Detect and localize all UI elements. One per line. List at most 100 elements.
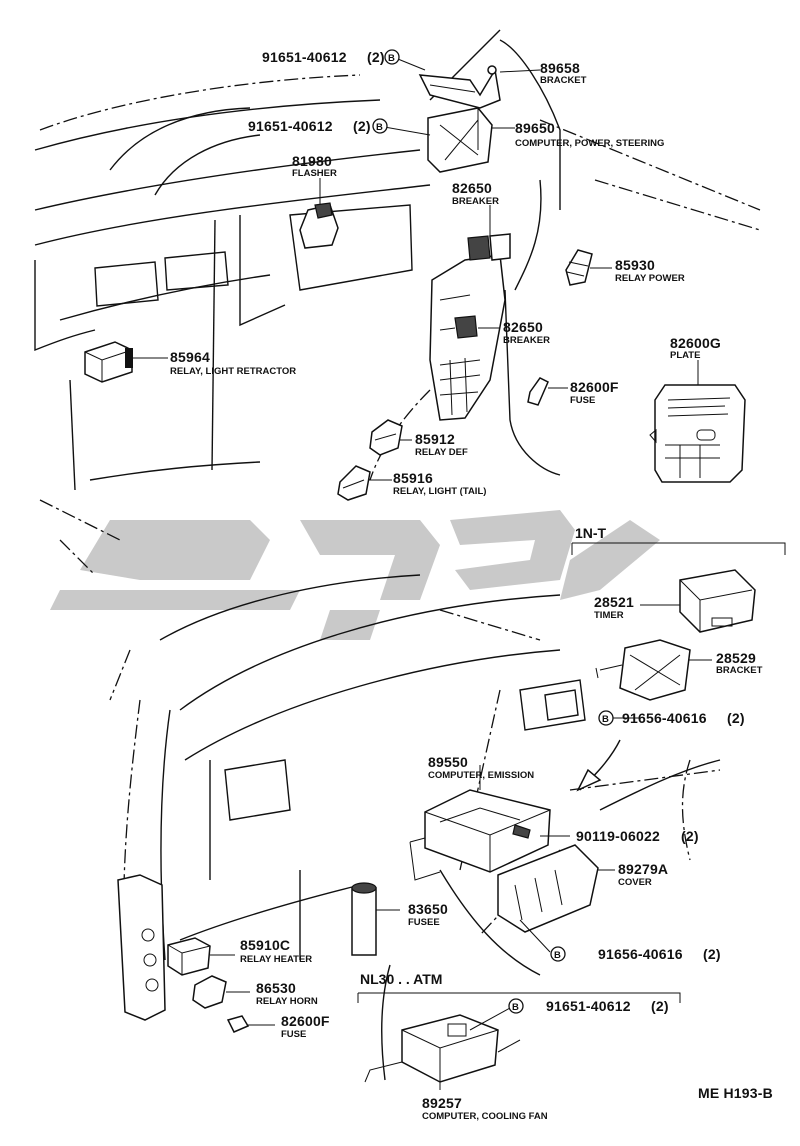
part-number: 28529 xyxy=(716,650,756,666)
callout-relay-light-tail: 85916 RELAY, LIGHT (TAIL) xyxy=(393,470,486,497)
plate-drawing xyxy=(649,384,746,483)
callout-fuse-upper: 82600F FUSE xyxy=(570,379,619,406)
part-number: 89658 xyxy=(540,60,580,76)
callout-bolt-28529: B 91656-40616 (2) xyxy=(598,710,745,726)
cover-drawing xyxy=(497,844,599,933)
quantity: (2) xyxy=(703,946,721,962)
part-description: BREAKER xyxy=(503,335,550,346)
callout-fusee: 83650 FUSEE xyxy=(408,901,448,928)
marker-letter: B xyxy=(388,53,395,64)
part-number: 89279A xyxy=(618,861,668,877)
part-description: BRACKET xyxy=(540,75,587,86)
part-description: TIMER xyxy=(594,610,624,621)
part-description: BRACKET xyxy=(716,665,763,676)
part-description: FUSEE xyxy=(408,917,440,928)
computer-cooling-fan-drawing xyxy=(364,1014,521,1083)
relay-def-drawing xyxy=(369,419,403,456)
relay-light-tail-drawing xyxy=(337,465,371,501)
part-description: COMPUTER, POWER, STEERING xyxy=(515,138,664,149)
callout-relay-power: 85930 RELAY POWER xyxy=(615,257,685,284)
relay-block-drawing xyxy=(117,874,166,1021)
callout-bolt-89658: 91651-40612 (2) B xyxy=(262,49,400,65)
callout-bolt-89650: 91651-40612 (2) B xyxy=(248,118,388,134)
screw-90119-drawing xyxy=(512,824,531,839)
part-number: 85930 xyxy=(615,257,655,273)
callout-breaker-lower: 82650 BREAKER xyxy=(503,319,550,346)
b-marker-icon xyxy=(550,946,566,962)
part-number: 91656-40616 xyxy=(598,946,683,962)
watermark-logo xyxy=(50,510,660,640)
callout-bracket-89658: 89658 BRACKET xyxy=(540,60,587,86)
callout-relay-light-retractor: 85964 RELAY, LIGHT RETRACTOR xyxy=(170,349,296,377)
fusee-drawing xyxy=(351,882,377,956)
part-description: RELAY, LIGHT RETRACTOR xyxy=(170,366,296,377)
part-number: 85912 xyxy=(415,431,455,447)
callout-bracket-28529: 28529 BRACKET xyxy=(716,650,763,676)
part-number: 91651-40612 xyxy=(262,49,347,65)
callout-bolt-89257: B 91651-40612 (2) xyxy=(508,998,669,1014)
part-number: 89550 xyxy=(428,754,468,770)
relay-horn-drawing xyxy=(192,975,227,1009)
part-number: 91656-40616 xyxy=(622,710,707,726)
part-number: 85916 xyxy=(393,470,433,486)
callout-timer: 28521 TIMER xyxy=(594,594,634,621)
callout-computer-power-steering: 89650 COMPUTER, POWER, STEERING xyxy=(515,120,664,149)
part-number: 91651-40612 xyxy=(546,998,631,1014)
quantity: (2) xyxy=(681,828,699,844)
callout-relay-horn: 86530 RELAY HORN xyxy=(256,980,318,1007)
part-number: 82650 xyxy=(503,319,543,335)
quantity: (2) xyxy=(727,710,745,726)
part-description: RELAY HEATER xyxy=(240,954,312,965)
part-number: 82600F xyxy=(281,1013,330,1029)
part-description: PLATE xyxy=(670,350,700,361)
diagram-code: ME H193-B xyxy=(698,1085,773,1101)
quantity: (2) xyxy=(353,118,371,134)
bracket-89658-drawing xyxy=(418,65,501,109)
part-number: 89650 xyxy=(515,120,555,136)
marker-letter: B xyxy=(554,950,561,961)
callout-screw-90119: 90119-06022 (2) xyxy=(576,828,699,844)
part-number: 91651-40612 xyxy=(248,118,333,134)
part-description: RELAY, LIGHT (TAIL) xyxy=(393,486,486,497)
callout-fuse-lower: 82600F FUSE xyxy=(281,1013,330,1040)
callout-plate: 82600G PLATE xyxy=(670,335,721,361)
computer-power-steering-drawing xyxy=(427,107,493,173)
part-description: RELAY HORN xyxy=(256,996,318,1007)
part-description: COMPUTER, COOLING FAN xyxy=(422,1111,548,1122)
callout-breaker-upper: 82650 BREAKER xyxy=(452,180,499,207)
callout-computer-emission: 89550 COMPUTER, EMISSION xyxy=(428,754,534,781)
part-description: RELAY DEF xyxy=(415,447,468,458)
fuse-lower-drawing xyxy=(226,1015,250,1033)
group-label-nl30-atm: NL30 . . ATM xyxy=(360,971,442,987)
b-marker-icon xyxy=(598,710,614,726)
arrow-head-icon xyxy=(576,768,602,792)
callout-relay-def: 85912 RELAY DEF xyxy=(415,431,468,458)
part-description: FUSE xyxy=(570,395,595,406)
b-marker-icon xyxy=(508,998,524,1014)
part-number: 82650 xyxy=(452,180,492,196)
b-marker-icon xyxy=(384,49,400,65)
part-description: FLASHER xyxy=(292,168,337,179)
callout-bolt-cover: B 91656-40616 (2) xyxy=(550,946,721,962)
part-number: 28521 xyxy=(594,594,634,610)
part-number: 85964 xyxy=(170,349,210,365)
callout-relay-heater: 85910C RELAY HEATER xyxy=(240,937,312,965)
part-number: 82600G xyxy=(670,335,721,351)
part-description: BREAKER xyxy=(452,196,499,207)
part-description: RELAY POWER xyxy=(615,273,685,284)
part-number: 86530 xyxy=(256,980,296,996)
part-number: 89257 xyxy=(422,1095,462,1111)
marker-letter: B xyxy=(512,1002,519,1013)
part-number: 82600F xyxy=(570,379,619,395)
computer-emission-drawing xyxy=(409,789,551,881)
part-description: COMPUTER, EMISSION xyxy=(428,770,534,781)
fuse-upper-drawing xyxy=(527,377,549,406)
part-description: COVER xyxy=(618,877,652,888)
part-number: 81980 xyxy=(292,153,332,169)
marker-letter: B xyxy=(376,122,383,133)
relay-heater-drawing xyxy=(167,937,211,976)
leader-lines xyxy=(132,56,786,1090)
quantity: (2) xyxy=(651,998,669,1014)
bracket-28529-drawing xyxy=(595,639,691,701)
